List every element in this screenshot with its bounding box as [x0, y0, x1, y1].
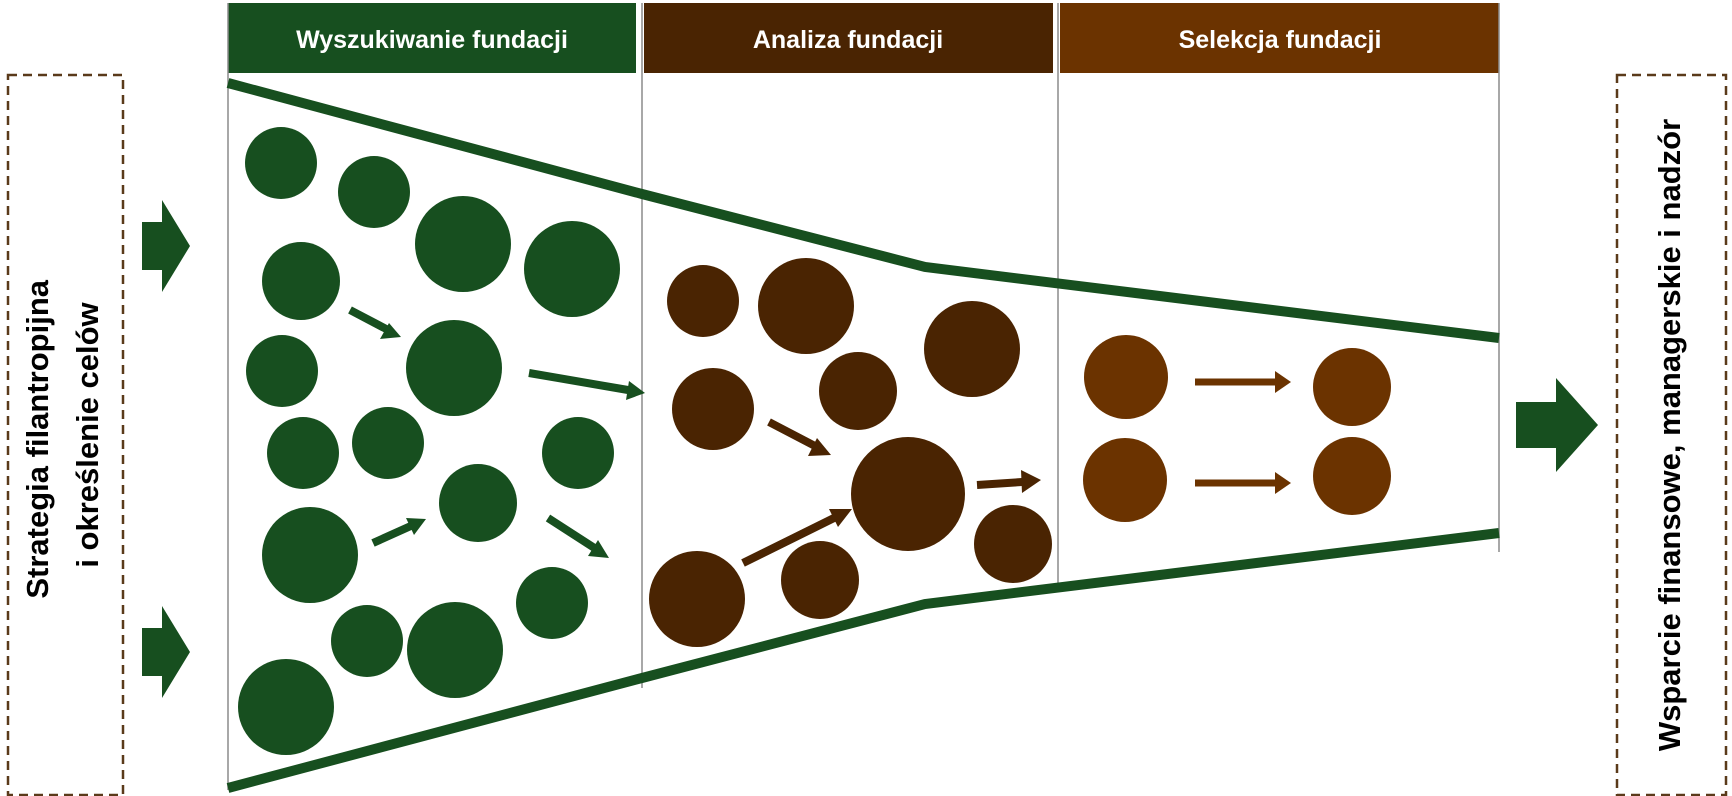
- flow-arrowhead-icon: [1275, 371, 1291, 393]
- foundation-circle: [781, 541, 859, 619]
- foundation-circle: [649, 551, 745, 647]
- foundation-circle: [924, 301, 1020, 397]
- flow-arrow-icon: [371, 521, 415, 547]
- stage-header-analysis: Analiza fundacji: [644, 3, 1053, 73]
- foundation-circle: [415, 196, 511, 292]
- flow-arrowhead-icon: [588, 540, 609, 558]
- search-stage-circles: [238, 127, 620, 755]
- foundation-circle: [352, 407, 424, 479]
- foundation-circle: [1313, 437, 1391, 515]
- stage-header-analysis-label: Analiza fundacji: [753, 26, 943, 54]
- flow-arrow-icon: [528, 369, 629, 394]
- foundation-circle: [672, 368, 754, 450]
- foundation-circle: [1083, 438, 1167, 522]
- flow-arrowhead-icon: [808, 438, 831, 456]
- output-arrow-icon: [1516, 378, 1598, 472]
- left-dashed-box: [6, 73, 125, 796]
- flow-arrow-icon: [767, 418, 817, 450]
- foundation-circle: [439, 464, 517, 542]
- foundation-circle: [262, 242, 340, 320]
- flow-arrows: [348, 306, 1291, 567]
- foundation-circle: [1313, 348, 1391, 426]
- foundation-circle: [245, 127, 317, 199]
- foundation-circle: [246, 335, 318, 407]
- foundation-circle: [516, 567, 588, 639]
- stage-header-selection: Selekcja fundacji: [1060, 3, 1499, 73]
- flow-arrow-icon: [741, 513, 838, 567]
- stage-header-selection-bg: [1060, 3, 1499, 73]
- flow-arrow-icon: [976, 478, 1023, 489]
- flow-arrowhead-icon: [626, 381, 645, 400]
- flow-arrowhead-icon: [406, 518, 426, 535]
- flow-arrowhead-icon: [829, 509, 852, 527]
- foundation-circle: [267, 417, 339, 489]
- flow-arrowhead-icon: [380, 323, 401, 339]
- foundation-circle: [851, 437, 965, 551]
- flow-arrowhead-icon: [1275, 472, 1291, 494]
- foundation-circle: [406, 320, 502, 416]
- foundation-circle: [407, 602, 503, 698]
- right-box-text: Wsparcie finansowe, managerskie i nadzór: [1652, 119, 1687, 751]
- left-box-line-2: i określenie celów: [70, 301, 105, 567]
- foundation-circle: [974, 505, 1052, 583]
- left-box-text: Strategia filantropijna i określenie cel…: [20, 271, 105, 598]
- foundation-circle: [1084, 335, 1168, 419]
- input-arrow-top-icon: [142, 200, 190, 292]
- foundation-circle: [524, 221, 620, 317]
- flow-arrow-icon: [545, 514, 599, 553]
- foundation-circle: [338, 156, 410, 228]
- left-box-line-1: Strategia filantropijna: [20, 279, 55, 598]
- foundation-circle: [667, 265, 739, 337]
- stage-header-search: Wyszukiwanie fundacji: [228, 3, 636, 73]
- right-box-line-1: Wsparcie finansowe, managerskie i nadzór: [1652, 119, 1687, 751]
- right-dashed-box: [1615, 73, 1728, 796]
- foundation-circle: [758, 258, 854, 354]
- stage-header-search-label: Wyszukiwanie fundacji: [296, 26, 568, 54]
- foundation-circle: [262, 507, 358, 603]
- funnel-bottom-edge: [226, 528, 1500, 793]
- input-arrow-bottom-icon: [142, 606, 190, 698]
- flow-arrowhead-icon: [1021, 470, 1041, 493]
- foundation-circle: [331, 605, 403, 677]
- stage-header-analysis-bg: [644, 3, 1053, 73]
- analysis-stage-circles: [649, 258, 1052, 647]
- foundation-circle: [238, 659, 334, 755]
- stage-header-search-bg: [228, 3, 636, 73]
- flow-arrow-icon: [348, 306, 392, 335]
- foundation-circle: [819, 352, 897, 430]
- foundation-circle: [542, 417, 614, 489]
- stage-header-selection-label: Selekcja fundacji: [1179, 26, 1382, 54]
- funnel-top-edge: [226, 78, 1500, 343]
- selection-stage-circles: [1083, 335, 1391, 522]
